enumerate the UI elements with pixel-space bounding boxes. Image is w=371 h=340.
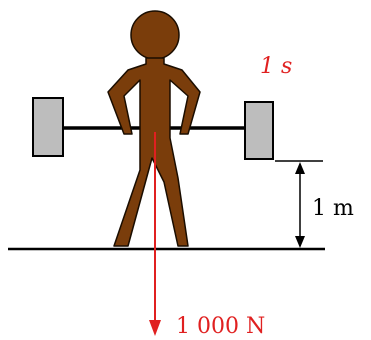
force-arrow bbox=[149, 132, 161, 336]
distance-arrowhead-up bbox=[295, 162, 305, 174]
force-arrowhead bbox=[149, 320, 161, 336]
lifter-head bbox=[130, 10, 180, 60]
distance-label: 1 m bbox=[312, 196, 354, 221]
distance-bracket bbox=[275, 160, 323, 248]
force-label: 1 000 N bbox=[176, 314, 265, 339]
weight-plate-left bbox=[32, 97, 64, 157]
weight-plate-right bbox=[244, 101, 274, 160]
distance-arrowhead-down bbox=[295, 236, 305, 248]
time-label: 1 s bbox=[260, 54, 292, 79]
